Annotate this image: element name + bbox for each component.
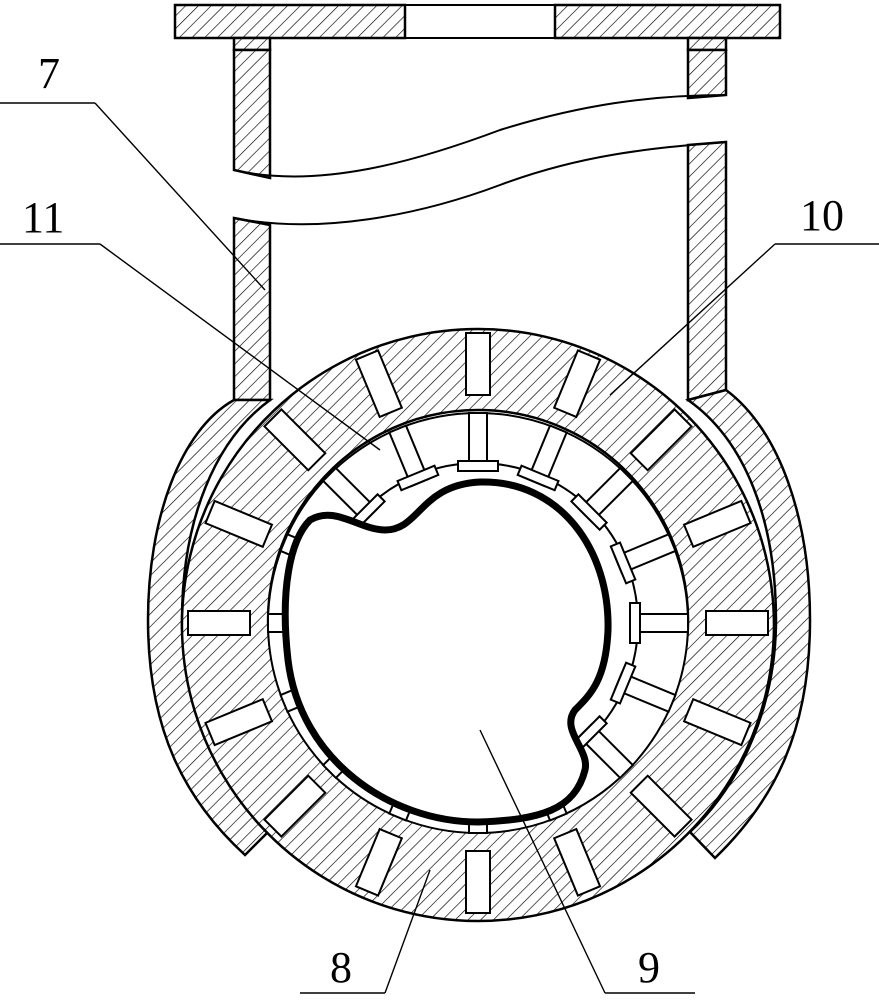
- label-8: 8: [330, 943, 352, 992]
- vane-tip: [458, 461, 498, 471]
- label-10: 10: [800, 191, 844, 240]
- outer-slot: [706, 611, 768, 635]
- top-flange: [175, 5, 780, 50]
- label-7: 7: [38, 49, 60, 98]
- outer-slot: [466, 333, 490, 395]
- vane-tip: [630, 603, 640, 643]
- label-9: 9: [638, 943, 660, 992]
- outer-slot: [466, 851, 490, 913]
- label-11: 11: [22, 193, 64, 242]
- outer-slot: [188, 611, 250, 635]
